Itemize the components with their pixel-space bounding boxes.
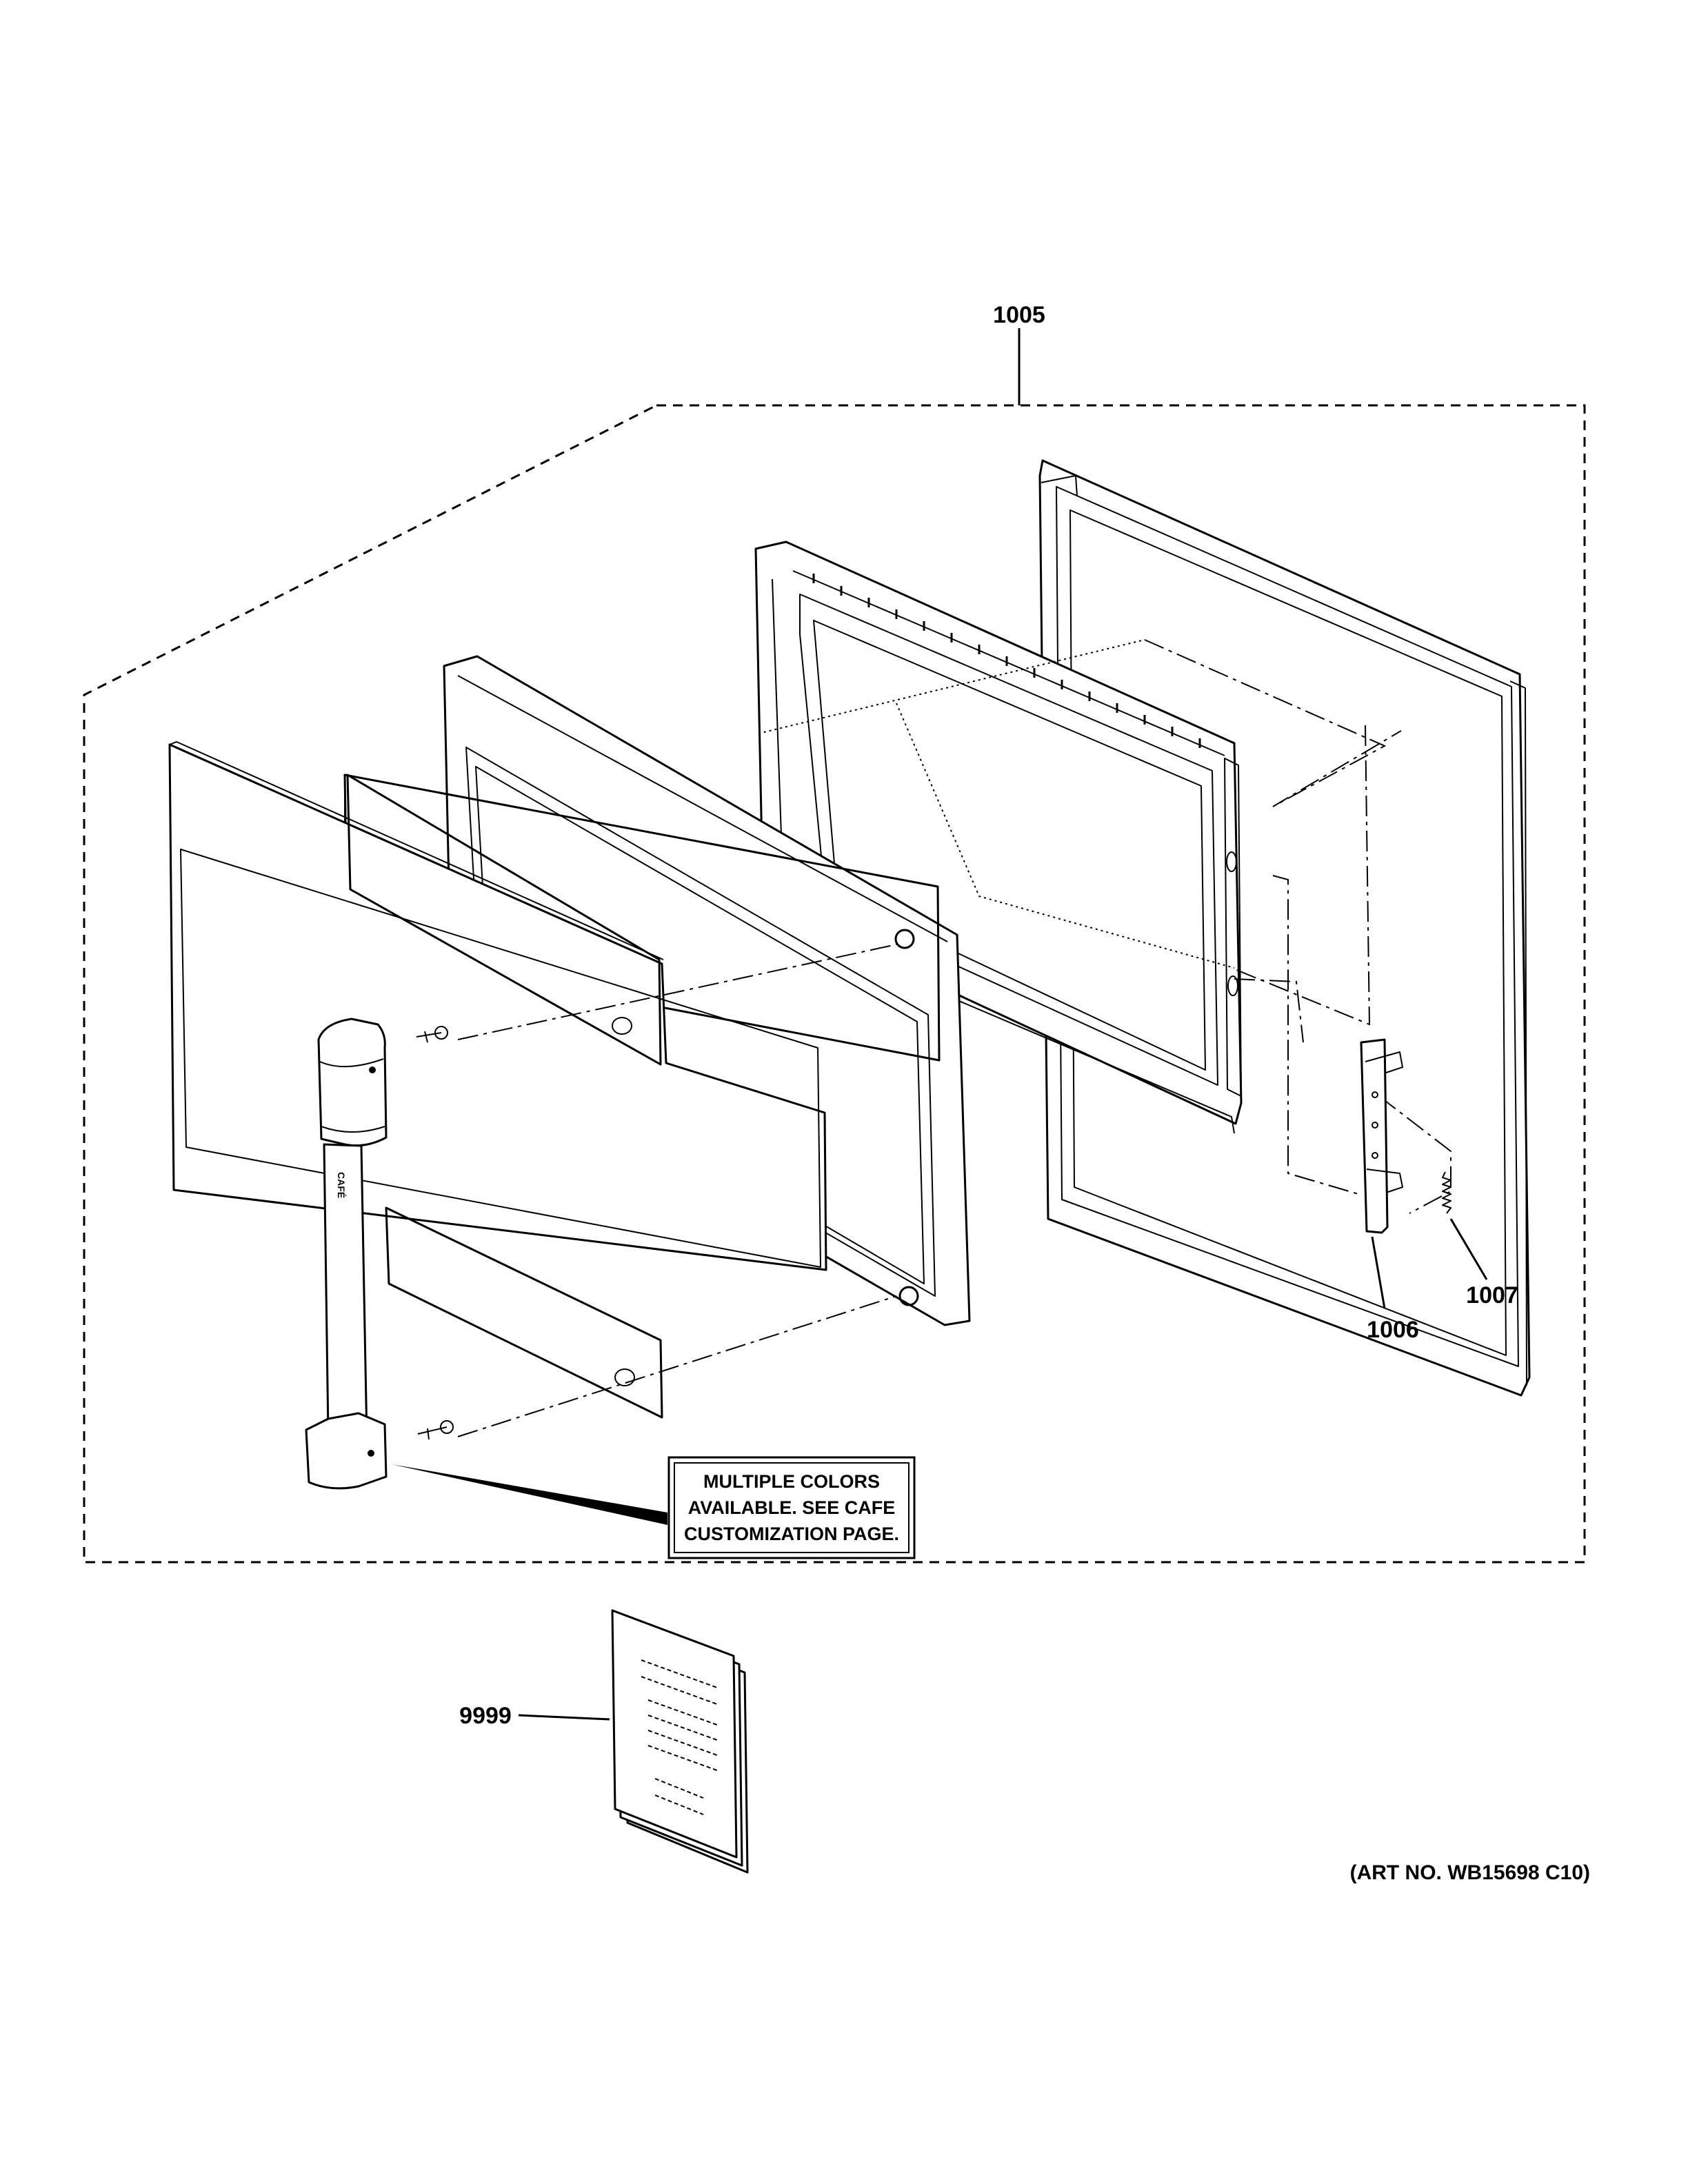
latch-spring <box>1442 1171 1451 1214</box>
lower-screw-boss <box>898 1286 919 1306</box>
door-handle: CAFÉ <box>305 1018 388 1490</box>
assembly-boundary <box>83 404 1586 1564</box>
upper-mount-strip <box>346 774 662 1066</box>
leader-1007 <box>1449 1218 1488 1280</box>
note-line-3: CUSTOMIZATION PAGE. <box>684 1524 899 1544</box>
art-number: (ART NO. WB15698 C10) <box>1350 1861 1590 1884</box>
handle-logo: CAFÉ <box>336 1172 347 1198</box>
callout-9999: 9999 <box>459 1703 512 1729</box>
note-box-inner <box>674 1462 910 1553</box>
upper-fastener <box>416 1026 448 1043</box>
door-latch <box>1360 1038 1403 1234</box>
lower-door-strip <box>385 1206 663 1419</box>
callout-1007: 1007 <box>1466 1282 1518 1308</box>
owners-manual <box>611 1609 749 1874</box>
upper-screw-boss <box>894 929 915 949</box>
leader-9999 <box>518 1714 610 1721</box>
note-box-outer <box>667 1456 916 1559</box>
lower-fastener <box>417 1420 454 1440</box>
note-line-2: AVAILABLE. SEE CAFE <box>688 1497 896 1518</box>
callout-1005: 1005 <box>993 302 1045 328</box>
note-line-1: MULTIPLE COLORS <box>703 1471 880 1492</box>
rivet-strip <box>812 574 1201 748</box>
note-leader-wedge <box>392 1464 667 1525</box>
callout-1006: 1006 <box>1367 1317 1419 1343</box>
leader-1006 <box>1371 1236 1386 1309</box>
